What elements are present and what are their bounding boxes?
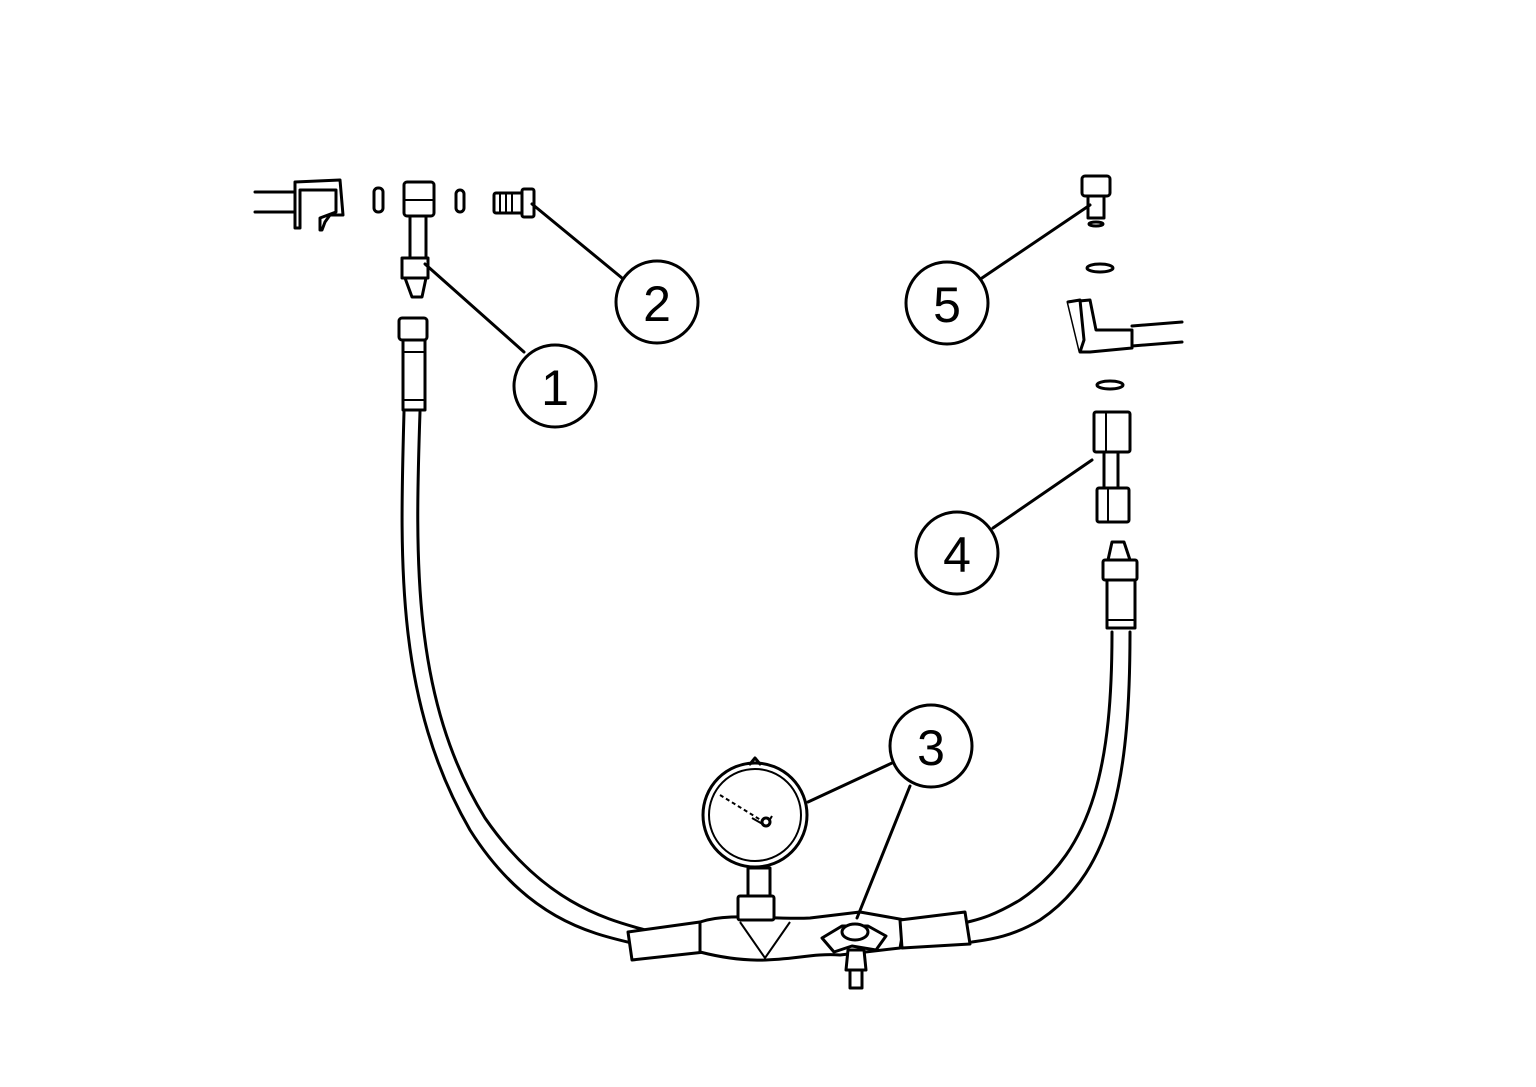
right-fuel-line-fitting bbox=[1066, 298, 1184, 354]
callout-1: 1 bbox=[512, 343, 598, 429]
callout-4-label: 4 bbox=[943, 527, 971, 583]
callout-2-label: 2 bbox=[643, 276, 671, 332]
callout-4: 4 bbox=[914, 510, 1000, 596]
callout-2: 2 bbox=[614, 259, 700, 345]
callout-5: 5 bbox=[904, 260, 990, 346]
adapter-fitting bbox=[400, 180, 436, 299]
left-hose bbox=[397, 316, 647, 947]
callout-5-label: 5 bbox=[933, 277, 961, 333]
adapter-seal-washer bbox=[454, 188, 466, 214]
quick-coupler-adapter bbox=[1092, 410, 1132, 524]
callout-3: 3 bbox=[888, 703, 974, 789]
right-upper-seal-washer bbox=[1085, 262, 1115, 274]
left-seal-washer bbox=[372, 186, 385, 214]
callout-3-label: 3 bbox=[917, 720, 945, 776]
right-hose bbox=[966, 540, 1139, 944]
bleed-valve bbox=[820, 922, 888, 990]
left-fuel-line-fitting bbox=[253, 178, 345, 232]
right-lower-seal-washer bbox=[1095, 379, 1125, 391]
pressure-gauge-manifold bbox=[626, 866, 972, 962]
banjo-bolt bbox=[492, 187, 536, 219]
pressure-gauge bbox=[701, 756, 809, 869]
callout-1-label: 1 bbox=[541, 360, 569, 416]
right-fitting-bolt bbox=[1080, 174, 1112, 228]
leader-lines bbox=[423, 202, 1094, 920]
